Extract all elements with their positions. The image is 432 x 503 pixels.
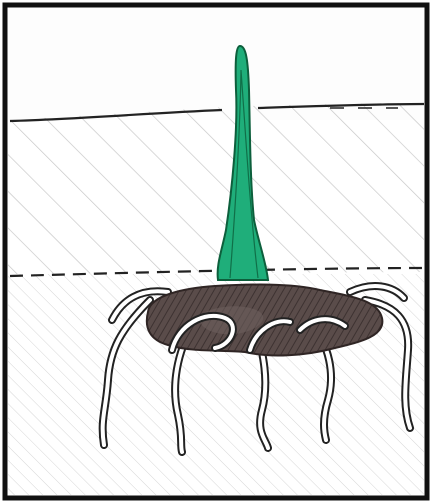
upper-soil-layer <box>8 103 424 274</box>
tuber <box>147 285 383 356</box>
sky-area <box>8 8 424 120</box>
